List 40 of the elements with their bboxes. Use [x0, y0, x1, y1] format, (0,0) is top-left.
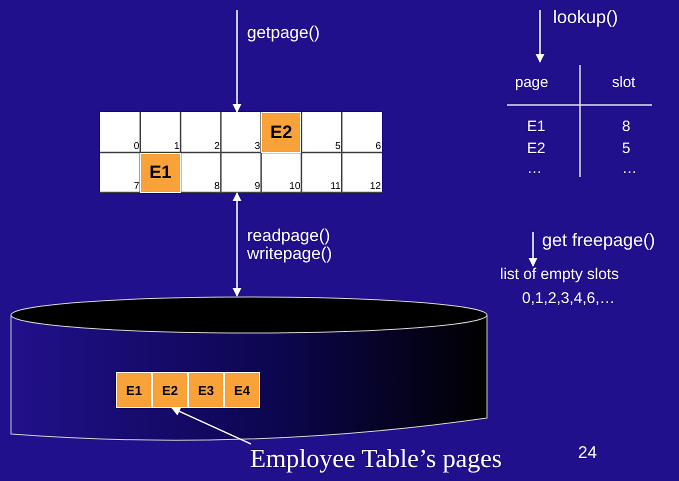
- table-entry: 5: [622, 140, 630, 157]
- column-heading: slot: [612, 74, 636, 91]
- arrow: [528, 232, 538, 267]
- edge-label: getpage(): [247, 24, 321, 42]
- slot-number: 5: [334, 142, 341, 152]
- slot-number: 1: [173, 142, 180, 152]
- arrow: [232, 10, 242, 113]
- slot-list: 0,1,2,3,4,6,…: [522, 290, 616, 308]
- slot-number: 11: [329, 182, 341, 192]
- column-heading: page: [515, 74, 548, 91]
- arrow: [536, 10, 544, 63]
- table-entry: E1: [527, 118, 546, 135]
- list-heading: list of empty slots: [500, 266, 619, 284]
- page-block: E1: [116, 372, 152, 408]
- buffer-pool-grid: [100, 112, 382, 193]
- slot-number: 0: [132, 142, 140, 152]
- lookup-table: [505, 62, 655, 180]
- slot-number: 3: [254, 142, 260, 152]
- slot-number: 12: [368, 182, 381, 192]
- page-frame: E1: [140, 152, 181, 193]
- slot-number: 9: [254, 182, 260, 192]
- slot-number: 6: [374, 142, 381, 152]
- edge-label: readpage() writepage(): [247, 227, 334, 263]
- page-block: E4: [224, 372, 260, 408]
- table-entry: …: [527, 160, 542, 177]
- edge-label: lookup(): [553, 8, 620, 27]
- slot-number: 10: [288, 182, 300, 192]
- slot-number: 8: [213, 182, 220, 192]
- page-block: E3: [188, 372, 224, 408]
- arrow: [232, 192, 242, 297]
- page-number: 24: [578, 443, 597, 463]
- slot-number: 7: [132, 182, 140, 192]
- slot-number: 2: [213, 142, 220, 152]
- table-entry: …: [622, 160, 637, 177]
- edge-label: get freepage(): [542, 231, 656, 250]
- table-entry: 8: [622, 118, 630, 135]
- page-frame: E2: [261, 112, 302, 152]
- page-block: E2: [152, 372, 188, 408]
- table-entry: E2: [527, 140, 546, 157]
- annotation-text: Employee Table’s pages: [250, 444, 580, 478]
